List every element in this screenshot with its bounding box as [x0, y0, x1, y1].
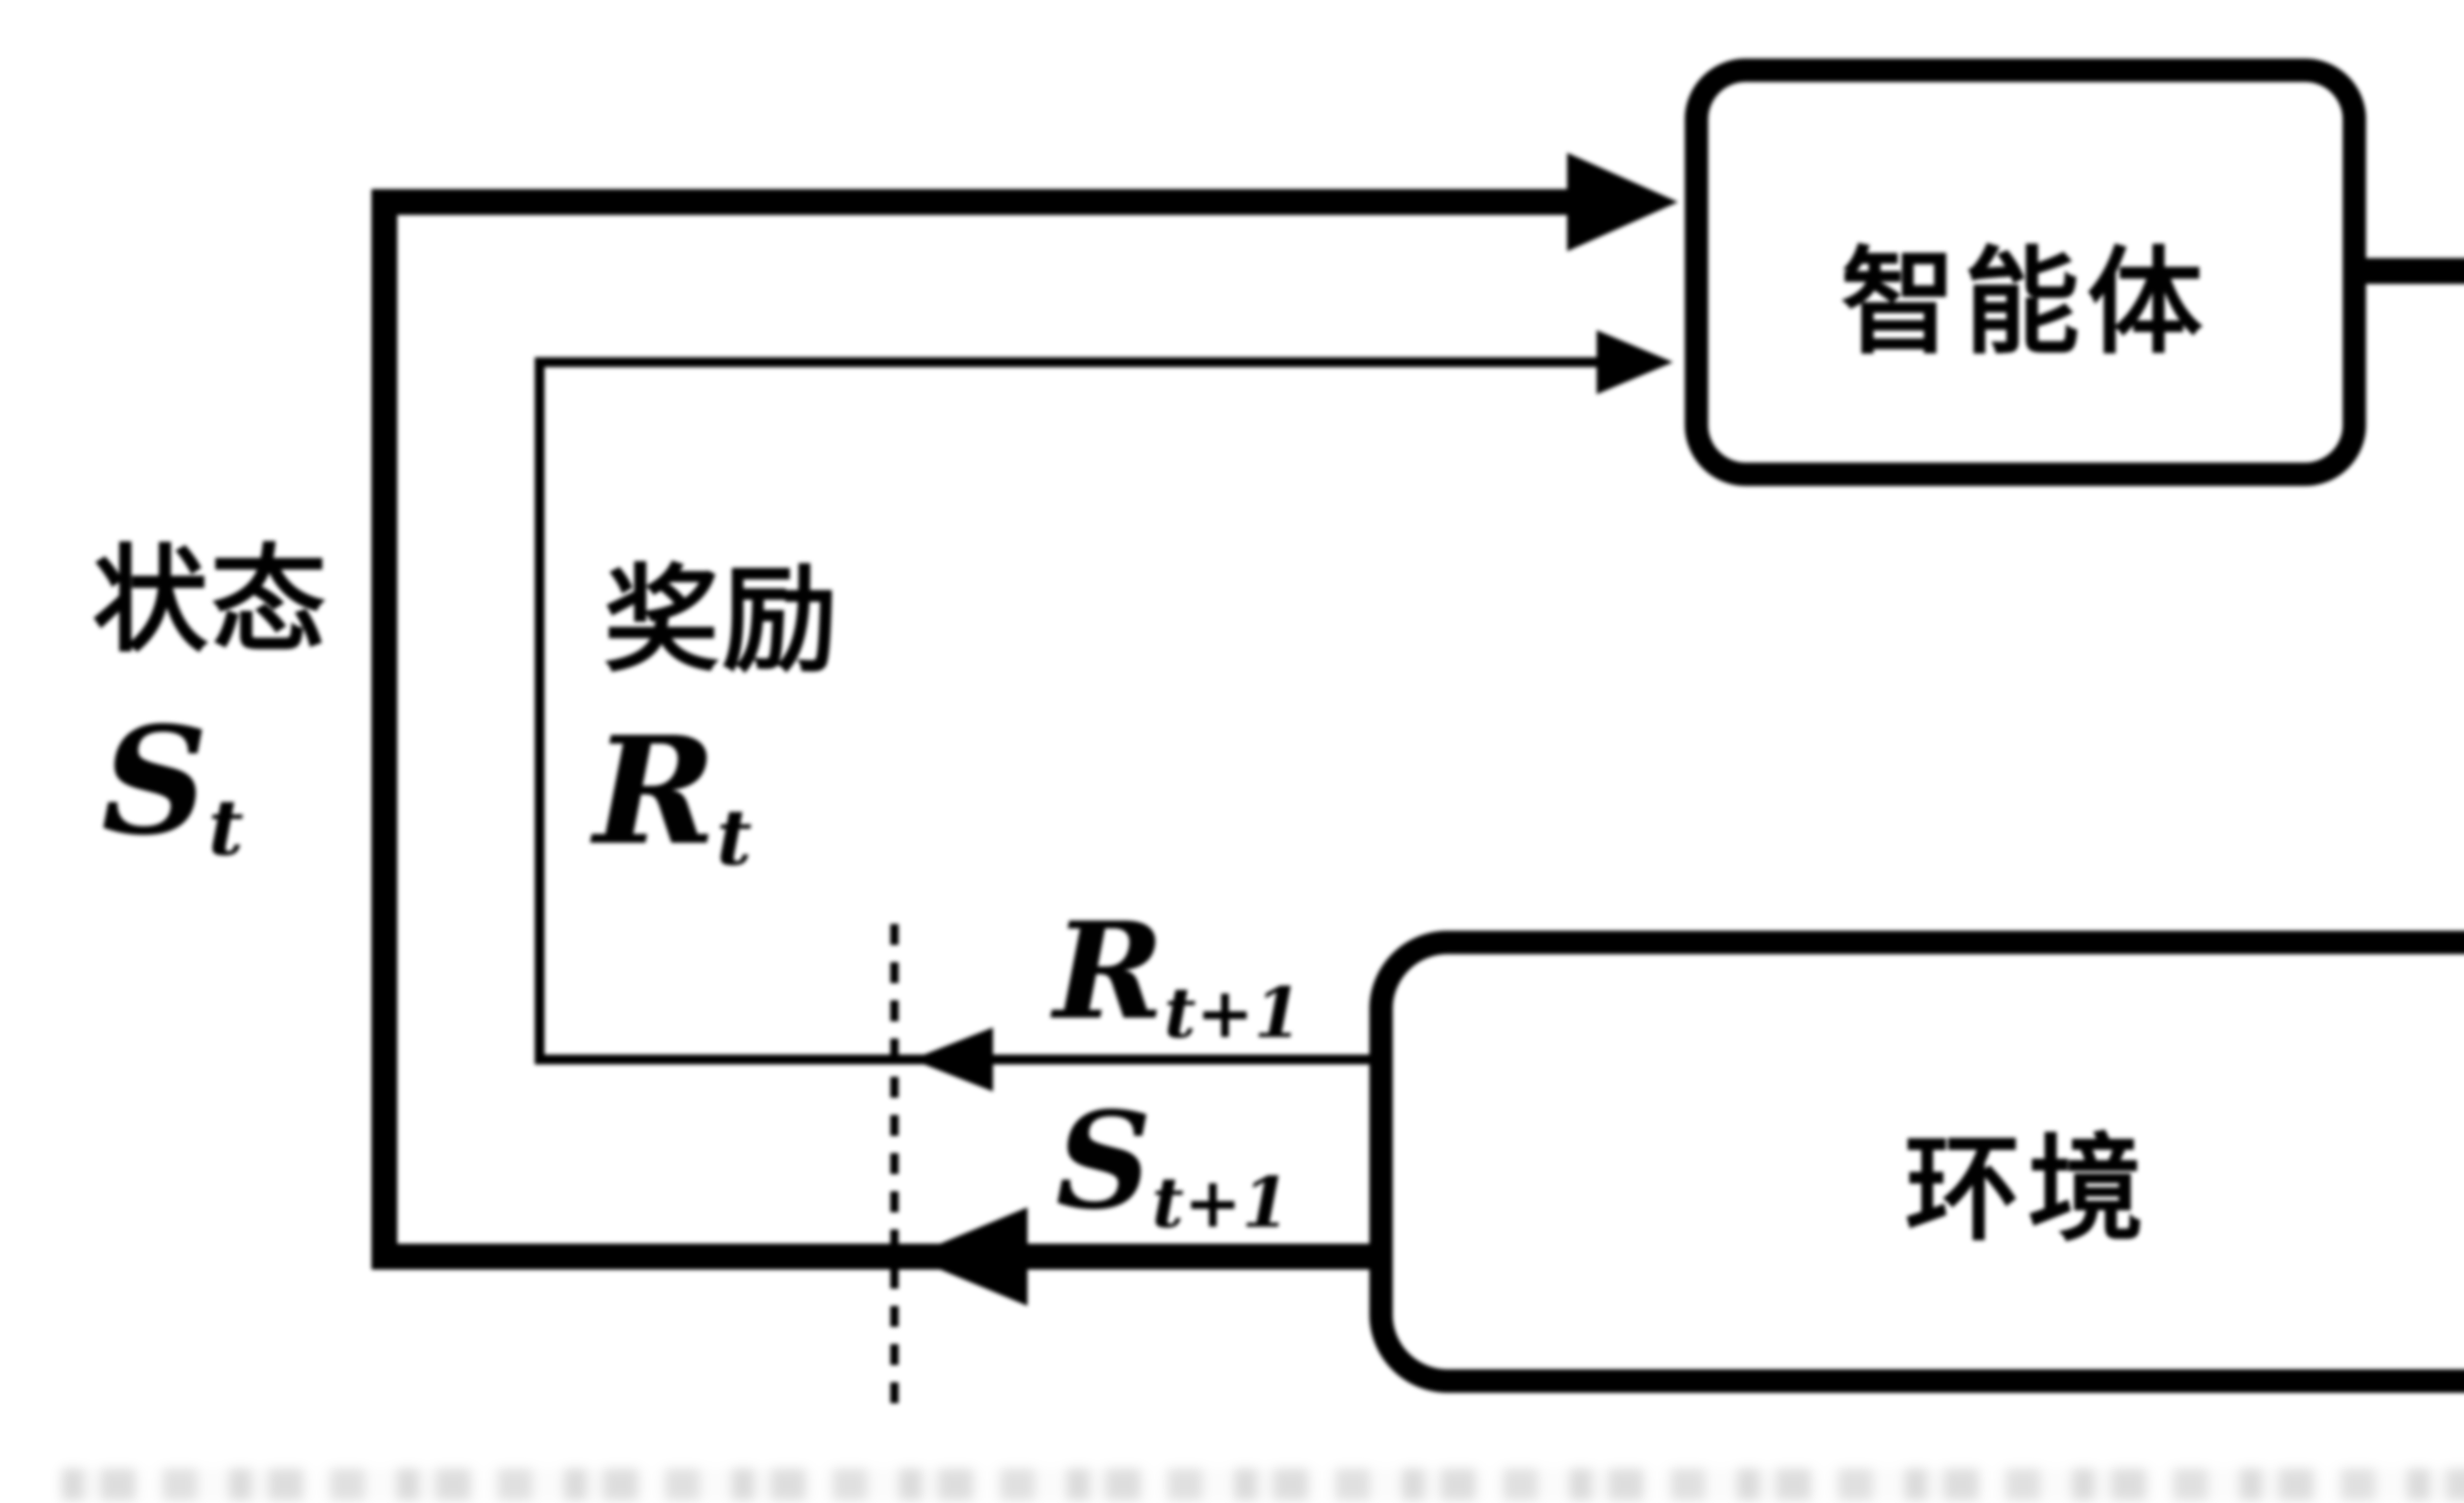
bottom-edge-artifact-noise	[62, 1469, 2464, 1501]
next-state-arrowhead	[909, 1207, 1027, 1306]
state-caption: 状态	[92, 540, 329, 668]
environment-box-label: 环境	[1905, 1128, 2151, 1257]
state-symbol: St	[25, 710, 320, 870]
next-reward-subscript: t+1	[1164, 973, 1302, 1055]
state-symbol-subscript: t	[208, 785, 244, 874]
next-state-letter: S	[1056, 1082, 1152, 1239]
reward-symbol: Rt	[525, 719, 821, 880]
next-reward-letter: R	[1053, 892, 1164, 1050]
next-state-label: St+1	[1000, 1094, 1345, 1239]
reward-caption: 奖励	[604, 559, 840, 687]
state-symbol-letter: S	[101, 697, 208, 870]
reward-symbol-subscript: t	[716, 795, 752, 884]
environment-box	[1369, 930, 2464, 1393]
state-loop-line	[371, 189, 1597, 1270]
agent-box-label: 智能体	[1841, 241, 2210, 370]
next-reward-arrowhead	[912, 1027, 993, 1092]
reward-arrowhead-into-agent	[1597, 330, 1673, 394]
reward-symbol-letter: R	[593, 707, 717, 880]
agent-box	[1684, 58, 2366, 486]
state-arrowhead-into-agent	[1567, 153, 1678, 251]
next-reward-label: Rt+1	[1005, 904, 1350, 1050]
next-state-subscript: t+1	[1152, 1162, 1290, 1244]
